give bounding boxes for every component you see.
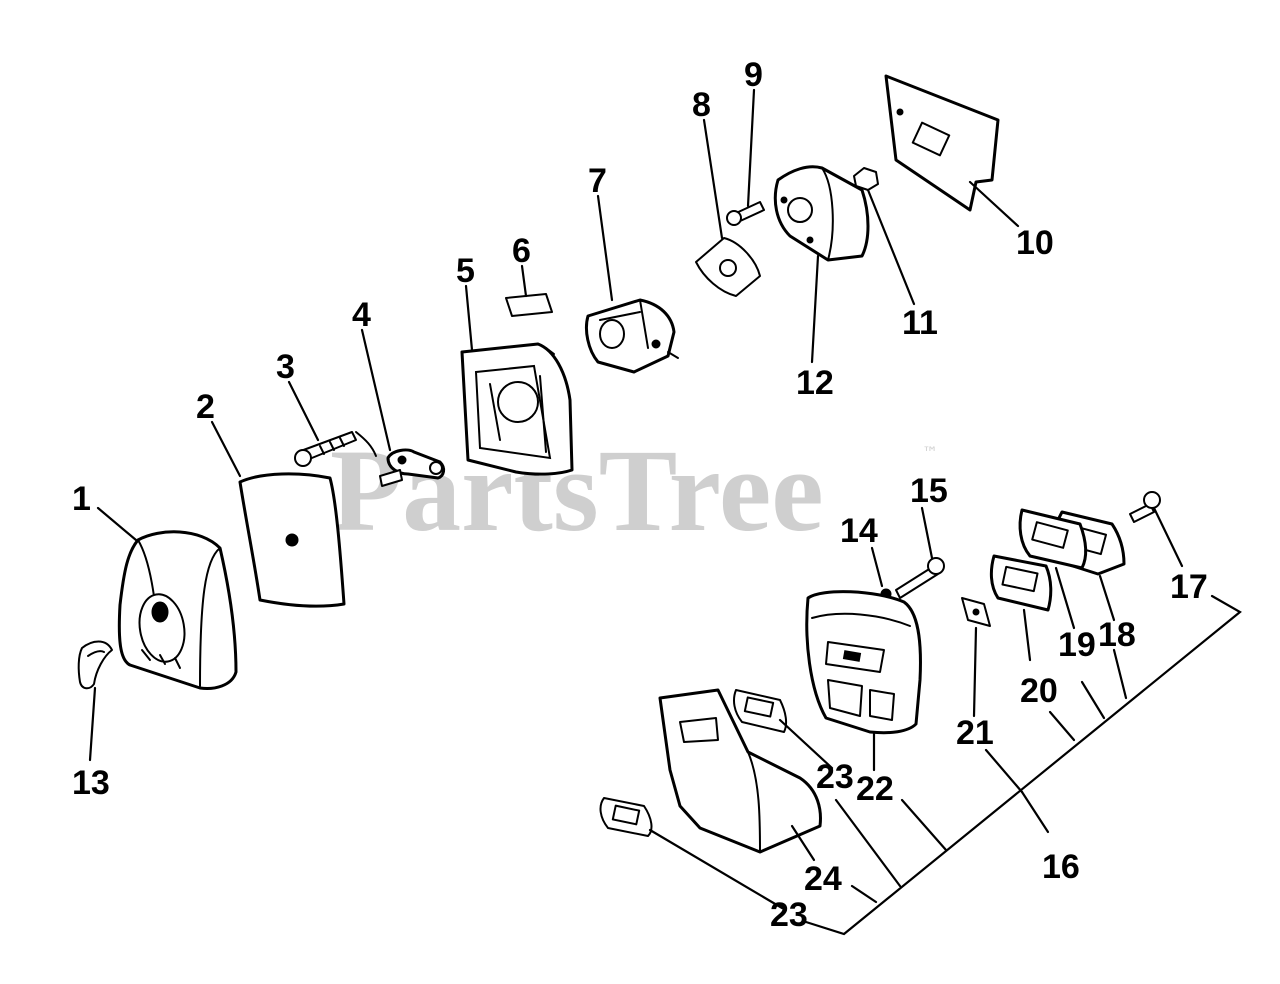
part-15-screw[interactable] bbox=[895, 557, 945, 599]
leader-lines bbox=[88, 88, 1242, 936]
callout-6: 6 bbox=[512, 232, 531, 270]
part-17-bolt[interactable] bbox=[1129, 491, 1161, 523]
callout-7: 7 bbox=[588, 162, 607, 200]
part-12-intake-block[interactable] bbox=[773, 165, 870, 262]
part-7-carburetor[interactable] bbox=[584, 298, 679, 374]
callout-14: 14 bbox=[840, 512, 878, 550]
callout-18: 18 bbox=[1098, 616, 1136, 654]
part-23-gasket-upper[interactable] bbox=[733, 689, 788, 733]
callout-4: 4 bbox=[352, 296, 371, 334]
callout-22: 22 bbox=[856, 770, 894, 808]
callout-9: 9 bbox=[744, 56, 763, 94]
part-19-gasket[interactable] bbox=[1018, 508, 1088, 570]
part-8-gasket[interactable] bbox=[695, 237, 761, 297]
callout-2: 2 bbox=[196, 388, 215, 426]
callout-8: 8 bbox=[692, 86, 711, 124]
watermark: PartsTree ™ bbox=[330, 425, 938, 556]
callout-3: 3 bbox=[276, 348, 295, 386]
part-6-strip-gasket[interactable] bbox=[505, 293, 553, 317]
callout-23-upper: 23 bbox=[816, 758, 854, 796]
callout-15: 15 bbox=[910, 472, 948, 510]
watermark-brand: PartsTree bbox=[330, 425, 824, 556]
callout-numbers: 1 2 3 4 5 6 7 8 9 10 11 12 13 14 15 16 1… bbox=[72, 56, 1208, 934]
callout-13: 13 bbox=[72, 764, 110, 802]
callout-23-lower: 23 bbox=[770, 896, 808, 934]
part-2-filter-element[interactable] bbox=[238, 472, 346, 608]
callout-12: 12 bbox=[796, 364, 834, 402]
watermark-trademark: ™ bbox=[922, 443, 938, 462]
part-4-bracket[interactable] bbox=[355, 431, 446, 487]
callout-20: 20 bbox=[1020, 672, 1058, 710]
part-9-screw[interactable] bbox=[726, 201, 765, 226]
part-1-air-filter-cover[interactable] bbox=[117, 530, 238, 690]
callout-5: 5 bbox=[456, 252, 475, 290]
part-13-clip[interactable] bbox=[77, 640, 113, 690]
part-11-nut[interactable] bbox=[853, 167, 879, 191]
callout-24: 24 bbox=[804, 860, 842, 898]
part-24-heat-shield[interactable] bbox=[658, 688, 822, 854]
callout-16: 16 bbox=[1042, 848, 1080, 886]
part-20-gasket[interactable] bbox=[989, 554, 1053, 612]
part-22-muffler[interactable] bbox=[805, 590, 922, 735]
part-3-long-screw[interactable] bbox=[294, 431, 357, 467]
callout-1: 1 bbox=[72, 480, 91, 518]
callout-19: 19 bbox=[1058, 626, 1096, 664]
callout-17: 17 bbox=[1170, 568, 1208, 606]
part-21-small-plate[interactable] bbox=[961, 597, 991, 627]
part-5-housing[interactable] bbox=[460, 342, 574, 476]
callout-21: 21 bbox=[956, 714, 994, 752]
callout-10: 10 bbox=[1016, 224, 1054, 262]
part-23-gasket-lower[interactable] bbox=[599, 797, 653, 837]
part-10-heat-shield[interactable] bbox=[884, 74, 1000, 212]
callout-11: 11 bbox=[902, 304, 938, 342]
